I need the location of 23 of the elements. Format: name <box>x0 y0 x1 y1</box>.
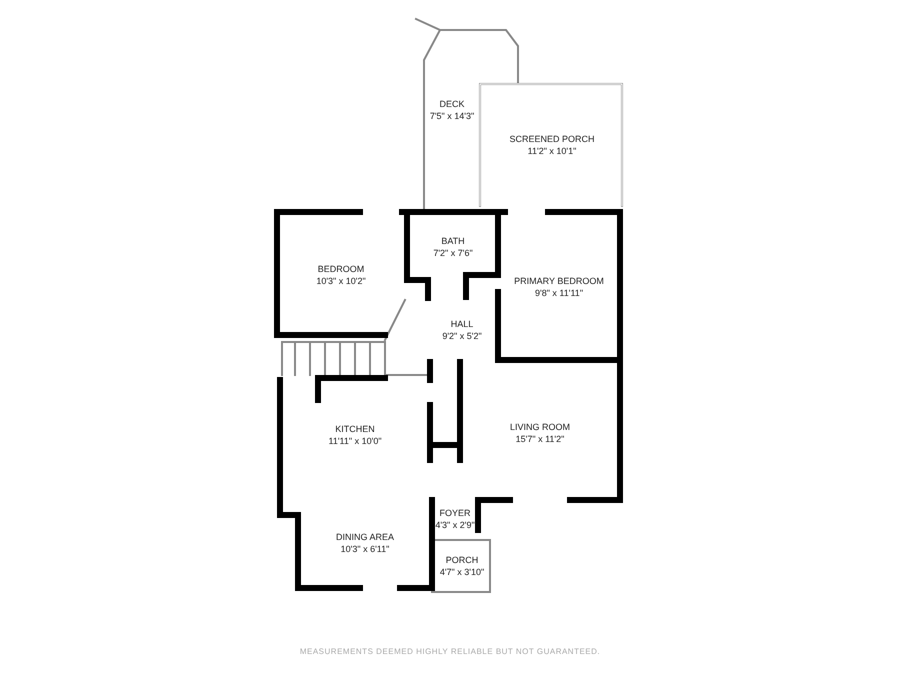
room-name: PRIMARY BEDROOM <box>514 275 604 287</box>
room-name: DINING AREA <box>336 530 394 542</box>
room-dimensions: 9'8" x 11'11" <box>534 287 584 299</box>
room-dimensions: 11'2" x 10'1" <box>528 145 576 157</box>
room-name: PORCH <box>446 554 478 566</box>
room-name: HALL <box>450 318 474 330</box>
room-name: BATH <box>441 235 465 247</box>
room-name: SCREENED PORCH <box>509 133 594 145</box>
room-dimensions: 10'3" x 6'11" <box>340 542 390 554</box>
room-name: DECK <box>439 98 464 110</box>
room-name: LIVING ROOM <box>510 420 570 432</box>
disclaimer-note: MEASUREMENTS DEEMED HIGHLY RELIABLE BUT NOT GUARANTEED. <box>298 647 602 656</box>
room-dimensions: 11'11" x 10'0" <box>328 435 382 447</box>
room-dimensions: 15'7" x 11'2" <box>516 432 564 444</box>
room-dimensions: 7'2" x 7'6" <box>433 247 473 259</box>
room-dimensions: 4'7" x 3'10" <box>440 566 484 578</box>
room-dimensions: 7'5" x 14'3" <box>430 110 474 122</box>
room-dimensions: 4'3" x 2'9" <box>435 519 475 531</box>
room-dimensions: 10'3" x 10'2" <box>316 275 366 287</box>
room-dimensions: 9'2" x 5'2" <box>442 330 482 342</box>
room-name: FOYER <box>439 507 470 519</box>
room-name: KITCHEN <box>335 423 375 435</box>
room-name: BEDROOM <box>318 263 364 275</box>
